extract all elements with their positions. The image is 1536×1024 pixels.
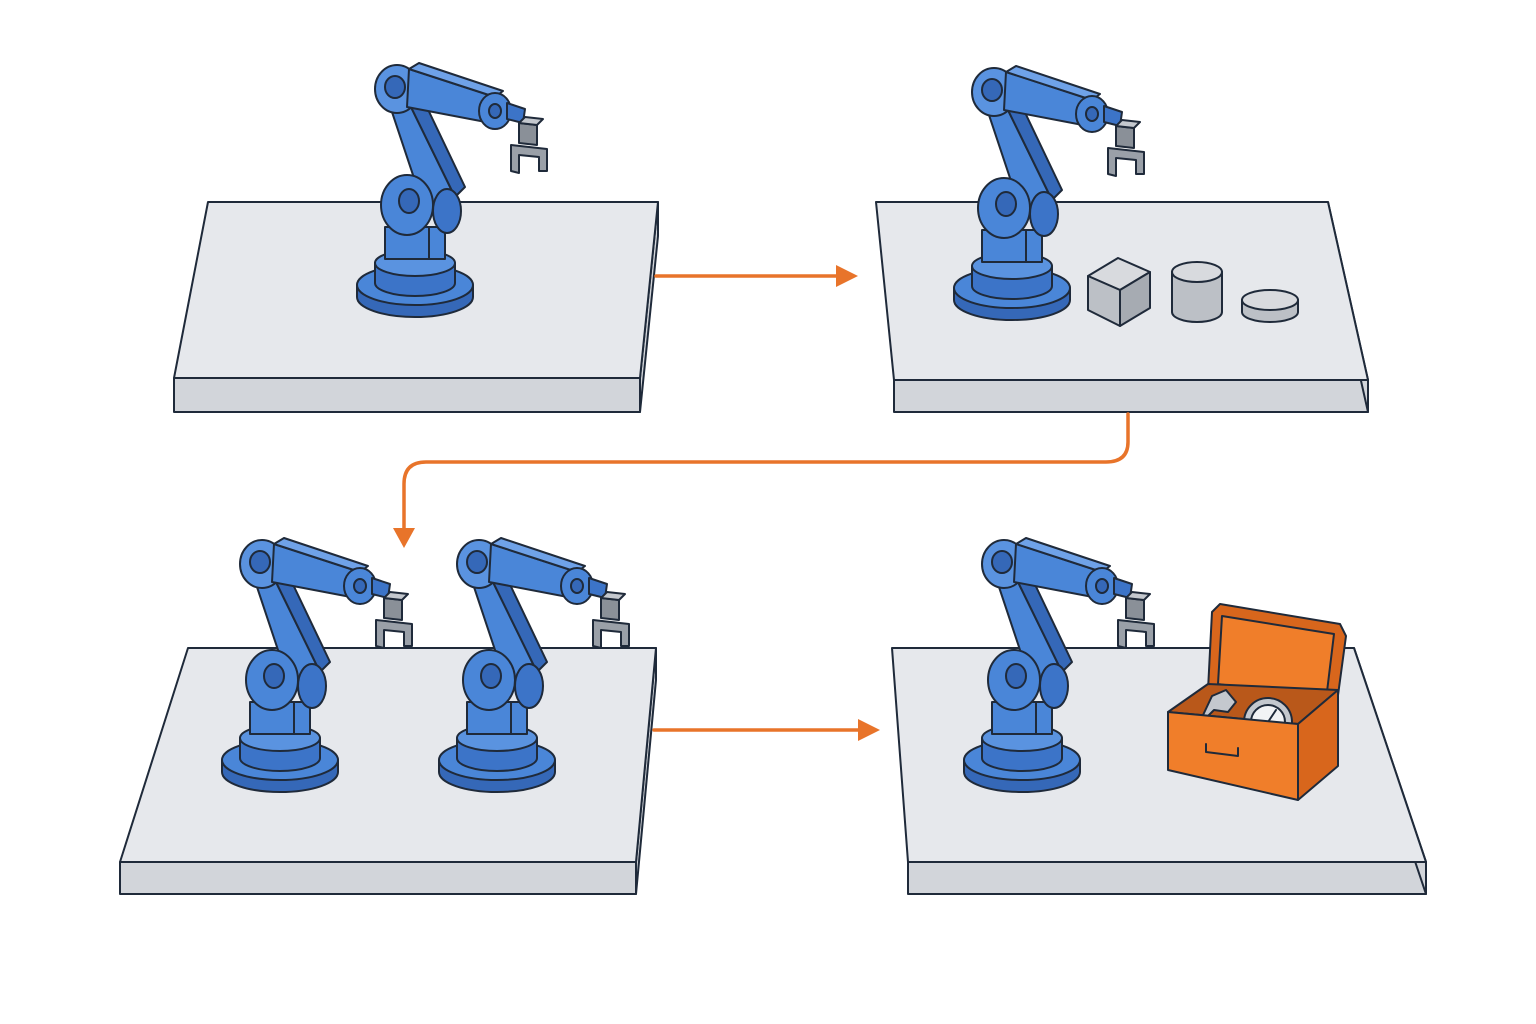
disc-icon: [1241, 289, 1299, 323]
panel-3: [119, 537, 657, 895]
connector-panel-2-to-panel-3: [393, 412, 1130, 548]
panel-3-top-face: [119, 647, 657, 863]
panel-4: [891, 537, 1427, 895]
panel-1: [173, 62, 659, 413]
connector-panel-3-to-panel-4: [652, 719, 880, 741]
toolbox-icon: [1167, 603, 1347, 801]
cylinder-icon: [1171, 261, 1223, 323]
cube-icon: [1087, 257, 1151, 327]
arrow-icon: [393, 528, 415, 548]
arrow-icon: [858, 719, 880, 741]
panel-4-front-face: [907, 861, 1427, 895]
panel-1-front-face: [173, 377, 641, 413]
arrow-icon: [836, 265, 858, 287]
panel-3-front-face: [119, 861, 637, 895]
connector-panel-1-to-panel-2: [654, 265, 858, 287]
panel-2: [875, 65, 1369, 413]
panel-2-front-face: [893, 379, 1369, 413]
